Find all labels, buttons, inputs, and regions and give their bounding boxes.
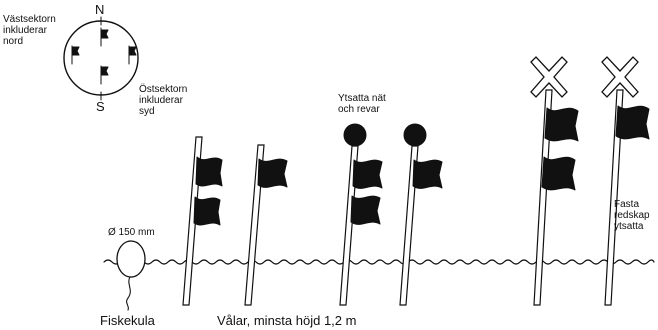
valar-caption: Vålar, minsta höjd 1,2 m — [217, 313, 357, 328]
pole-ball-two-flags-1 — [339, 123, 383, 306]
compass-pole-south — [100, 65, 109, 85]
fiskekula-caption: Fiskekula — [100, 313, 155, 328]
pole-cross-one-flag — [601, 56, 650, 306]
fasta-label: Fasta redskap ytsatta — [614, 199, 650, 232]
ytsatta-label: Ytsatta nät och revar — [338, 93, 386, 115]
water-line — [103, 259, 655, 265]
compass-south-label: S — [96, 99, 105, 114]
east-sector-note: Östsektorn inkluderar syd — [139, 84, 188, 117]
pole-one-flag — [244, 144, 288, 306]
pole-two-flags-1 — [182, 136, 223, 306]
compass-pole-north — [100, 27, 109, 47]
pole-cross-two-flags — [530, 56, 579, 306]
compass-pole-west — [71, 45, 80, 65]
float-size-label: Ø 150 mm — [108, 227, 155, 238]
compass-pole-east — [128, 45, 137, 65]
compass-north-label: N — [95, 2, 105, 17]
compass — [63, 16, 139, 101]
west-sector-note: Västsektorn inkluderar nord — [3, 14, 56, 47]
fishing-float — [116, 240, 146, 311]
pole-ball-one-flag — [399, 123, 443, 306]
